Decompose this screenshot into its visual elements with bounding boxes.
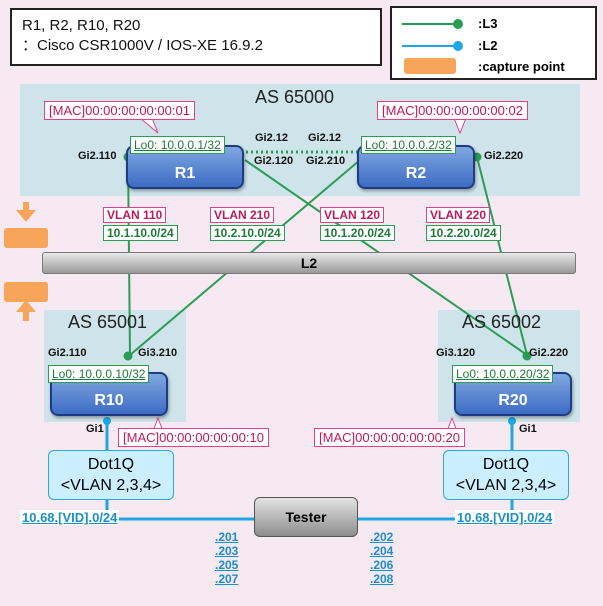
dot1q-right: Dot1Q <VLAN 2,3,4> — [443, 450, 569, 500]
r10-if-gi3-210: Gi3.210 — [138, 347, 178, 359]
router-r20-name: R20 — [498, 392, 528, 409]
l2-switch-label: L2 — [300, 255, 318, 271]
legend-capture-swatch — [404, 58, 456, 74]
device-version: ：Cisco CSR1000V / IOS-XE 16.9.2 — [22, 37, 263, 54]
l2-switch[interactable]: L2 — [42, 252, 576, 274]
vlan-220-label: VLAN 220 — [426, 207, 491, 223]
r20-if-gi2-220: Gi2.220 — [529, 347, 569, 359]
r10-loopback: Lo0: 10.0.0.10/32 — [48, 365, 150, 383]
r20-port-dot-a — [522, 351, 532, 361]
legend-symbols — [402, 19, 463, 51]
vlan-220-network: 10.2.20.0/24 — [426, 225, 501, 241]
r20-if-gi3-120: Gi3.120 — [436, 347, 476, 359]
device-info-box: R1, R2, R10, R20 ：Cisco CSR1000V / IOS-X… — [10, 8, 382, 66]
r10-gi1-dot — [103, 417, 111, 425]
r20-loopback: Lo0: 10.0.0.20/32 — [452, 365, 554, 383]
r20-mac-label: [MAC]00:00:00:00:00:20 — [314, 428, 465, 447]
vlan-120-network: 10.1.20.0/24 — [320, 225, 395, 241]
router-r1-name: R1 — [174, 165, 196, 182]
r10-port-dot-a — [123, 351, 133, 361]
as65002-label: AS 65002 — [462, 312, 542, 332]
r1-if-gi2-12: Gi2.12 — [255, 132, 289, 144]
capture-point-upper — [4, 228, 48, 248]
host-addr: .208 — [370, 572, 394, 586]
r10-if-gi2-110: Gi2.110 — [48, 347, 87, 359]
r1-mac-label: [MAC]00:00:00:00:00:01 — [44, 101, 195, 120]
dot1q-right-vlans: <VLAN 2,3,4> — [455, 477, 557, 494]
host-addr: .203 — [215, 544, 239, 558]
router-r2-name: R2 — [405, 165, 427, 182]
r20-gi1-dot — [508, 417, 516, 425]
r2-mac-label: [MAC]00:00:00:00:00:02 — [377, 101, 528, 120]
vlan-120-label: VLAN 120 — [320, 207, 385, 223]
legend-l3-label: :L3 — [478, 16, 498, 31]
dot1q-left: Dot1Q <VLAN 2,3,4> — [48, 450, 174, 500]
host-addr: .207 — [215, 572, 239, 586]
dot1q-left-vlans: <VLAN 2,3,4> — [60, 477, 162, 494]
router-r10-name: R10 — [94, 392, 124, 409]
vlan-110-label: VLAN 110 — [103, 207, 167, 223]
subnet-right: 10.68.[VID].0/24 — [455, 510, 555, 525]
r10-mac-label: [MAC]00:00:00:00:00:10 — [118, 428, 269, 447]
r2-loopback: Lo0: 10.0.0.2/32 — [361, 136, 456, 154]
hosts-right: .202 .204 .206 .208 — [370, 530, 393, 586]
capture-point-lower — [4, 282, 48, 302]
hosts-left: .201 .203 .205 .207 — [215, 530, 238, 586]
host-addr: .201 — [215, 530, 239, 544]
tester-label: Tester — [285, 509, 327, 525]
dot1q-right-title: Dot1Q — [482, 456, 530, 473]
r2-if-gi2-12: Gi2.12 — [308, 132, 342, 144]
as65001-label: AS 65001 — [68, 312, 148, 332]
r2-if-gi2-210: Gi2.210 — [306, 155, 346, 167]
host-addr: .204 — [370, 544, 394, 558]
as65000-label: AS 65000 — [255, 87, 335, 107]
r20-if-gi1: Gi1 — [519, 423, 537, 435]
r1-loopback: Lo0: 10.0.0.1/32 — [130, 136, 225, 154]
subnet-left: 10.68.[VID].0/24 — [20, 510, 120, 525]
tester[interactable]: Tester — [254, 497, 358, 537]
device-list: R1, R2, R10, R20 — [22, 17, 141, 34]
host-addr: .205 — [215, 558, 239, 572]
r1-if-gi2-120: Gi2.120 — [254, 155, 294, 167]
legend-capture-label: :capture point — [478, 59, 565, 74]
legend-l2-label: :L2 — [478, 38, 498, 53]
r2-if-gi2-220: Gi2.220 — [484, 150, 524, 162]
r10-if-gi1: Gi1 — [86, 423, 104, 435]
host-addr: .206 — [370, 558, 394, 572]
vlan-110-network: 10.1.10.0/24 — [103, 225, 178, 241]
vlan-210-network: 10.2.10.0/24 — [210, 225, 285, 241]
host-addr: .202 — [370, 530, 394, 544]
dot1q-left-title: Dot1Q — [87, 456, 135, 473]
legend: :L3 :L2 :capture point — [390, 6, 597, 80]
r1-if-gi2-110: Gi2.110 — [78, 150, 117, 162]
vlan-210-label: VLAN 210 — [210, 207, 275, 223]
